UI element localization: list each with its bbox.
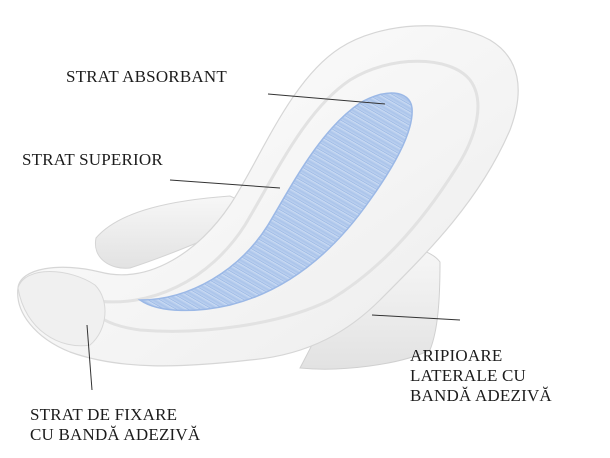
label-top-layer: STRAT SUPERIOR: [22, 150, 163, 170]
pad-end: [18, 272, 105, 346]
label-backing-layer: STRAT DE FIXARE CU BANDĂ ADEZIVĂ: [30, 405, 200, 445]
label-absorbent-layer: STRAT ABSORBANT: [66, 67, 227, 87]
label-side-wings: ARIPIOARE LATERALE CU BANDĂ ADEZIVĂ: [410, 346, 552, 406]
